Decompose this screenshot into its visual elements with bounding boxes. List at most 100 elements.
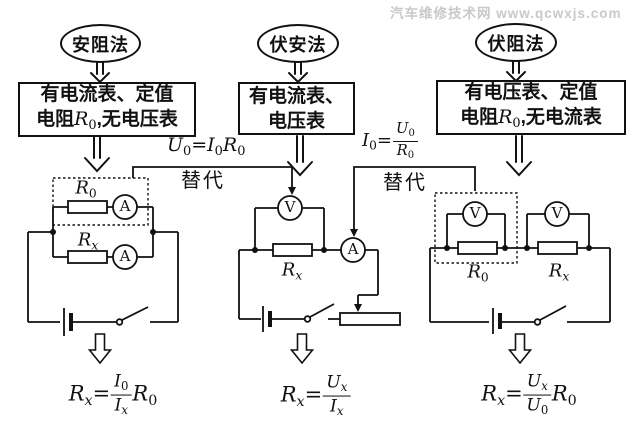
fraction-denominator: U0 [526, 395, 549, 417]
arrow-right-box-to-circuit [506, 135, 532, 177]
switch-left-blade [121, 306, 149, 321]
label-R0-left: R0 [75, 177, 97, 201]
voltmeter-right-1 [462, 201, 488, 227]
box-left-line1: 有电流表、定值 [40, 83, 174, 105]
box-mid-line1: 有电流表、 [248, 85, 344, 107]
rheostat-slider-arrowhead [354, 304, 362, 312]
method-right-title: 伏阻法 [487, 33, 545, 54]
fraction-numerator: Ux [523, 372, 551, 396]
box-mid-line2: 电压表 [267, 110, 325, 132]
oval-method-left: 安阻法 [60, 24, 141, 63]
dotted-substitute-box-right [434, 192, 518, 264]
resistor-Rx-mid [272, 243, 313, 257]
resistor-Rx-left [67, 250, 108, 264]
wires-left [27, 206, 179, 323]
ammeter-mid [340, 237, 366, 263]
junction-dot [502, 245, 508, 251]
circuit-right [429, 192, 611, 334]
circuit-left [27, 177, 179, 336]
switch-right-blade [539, 305, 567, 321]
formula-lhs: Rx= [68, 381, 111, 409]
junction-dot [586, 245, 592, 251]
substitute-link-left [132, 166, 293, 188]
oval-method-right: 伏阻法 [475, 23, 557, 62]
substitution-links [132, 166, 476, 237]
arrow-right-to-formula [507, 333, 533, 365]
switch-left-pivot [115, 318, 124, 326]
arrow-left-to-formula [87, 333, 113, 365]
oval-method-mid: 伏安法 [257, 24, 339, 63]
flow-arrows [84, 61, 532, 177]
junction-dot [524, 245, 530, 251]
formula-rhs: R0 [132, 381, 158, 409]
formula-fraction: Ux U0 [523, 372, 551, 418]
voltmeter-mid [277, 195, 303, 221]
ammeter-left-bottom [112, 244, 138, 270]
ammeter-letter: A [119, 196, 131, 215]
formula-fraction: Ux Ix [323, 373, 351, 419]
fraction-denominator: R0 [396, 141, 415, 161]
arrow-right-oval-to-box [506, 61, 526, 83]
label-Rx-right: Rx [548, 260, 570, 284]
ammeter-letter: A [119, 246, 131, 265]
box-left-description: 有电流表、定值 电阻R0,无电压表 [18, 82, 196, 137]
fraction-denominator: Ix [330, 396, 344, 418]
wires-mid [238, 207, 379, 320]
switch-mid-pivot [303, 315, 312, 323]
circuit-mid [238, 195, 401, 332]
ammeter-left-top [112, 194, 138, 220]
substitute-formula-right-fraction: U0 R0 [393, 120, 418, 161]
formula-fraction: I0 Ix [111, 372, 132, 418]
label-Rx-left: Rx [77, 229, 99, 253]
box-mid-description: 有电流表、 电压表 [238, 82, 355, 135]
box-left-line2: 电阻R0,无电压表 [36, 107, 178, 133]
wires-right [429, 213, 611, 323]
junction-dot [321, 247, 327, 253]
substitute-label-right: 替代 [383, 172, 427, 194]
junction-dot [444, 245, 450, 251]
result-arrows [87, 333, 533, 365]
watermark: 汽车维修技术网 www.qcwxjs.com [390, 6, 622, 21]
dotted-substitute-box-left [52, 177, 149, 226]
voltmeter-letter: V [469, 203, 481, 222]
arrow-left-oval-to-box [90, 62, 110, 84]
formula-rhs: R0 [551, 381, 577, 409]
arrow-left-box-to-circuit [84, 136, 110, 173]
substitute-formula-right-lhs: I0= [362, 129, 393, 153]
method-mid-title: 伏安法 [269, 34, 327, 55]
switch-right-pivot [533, 318, 542, 326]
result-formula-right: Rx= Ux U0 R0 [481, 372, 577, 418]
substitute-arrowhead-right [350, 229, 358, 237]
arrow-mid-oval-to-box [288, 62, 308, 84]
fraction-denominator: Ix [114, 395, 128, 417]
label-Rx-mid: Rx [281, 259, 303, 283]
fraction-numerator: Ux [323, 373, 351, 397]
fraction-numerator: U0 [393, 120, 418, 142]
formula-lhs: Rx= [280, 382, 323, 410]
rheostat-mid [339, 312, 401, 326]
substitute-formula-right: I0= U0 R0 [362, 120, 419, 161]
method-left-title: 安阻法 [72, 34, 129, 55]
junction-dot [252, 247, 258, 253]
result-formula-mid: Rx= Ux Ix [280, 373, 352, 419]
substitute-formula-left: U0=I0R0 [167, 134, 246, 159]
resistor-R0-left [67, 200, 108, 214]
voltmeter-letter: V [551, 203, 563, 222]
ammeter-letter: A [347, 239, 359, 258]
box-right-description: 有电压表、定值 电阻R0,无电流表 [436, 80, 626, 135]
box-right-line1: 有电压表、定值 [464, 81, 598, 103]
voltmeter-letter: V [284, 197, 296, 216]
result-formula-left: Rx= I0 Ix R0 [68, 372, 158, 418]
substitute-arrowhead-left [288, 187, 296, 195]
resistor-R0-right [457, 241, 498, 255]
substitute-label-left: 替代 [181, 170, 225, 192]
box-right-line2: 电阻R0,无电流表 [460, 105, 602, 131]
junction-dot [150, 229, 156, 235]
junction-dot [50, 229, 56, 235]
formula-lhs: Rx= [481, 381, 523, 409]
label-R0-right: R0 [467, 261, 489, 285]
voltmeter-right-2 [544, 201, 570, 227]
arrow-mid-to-formula [289, 333, 315, 365]
